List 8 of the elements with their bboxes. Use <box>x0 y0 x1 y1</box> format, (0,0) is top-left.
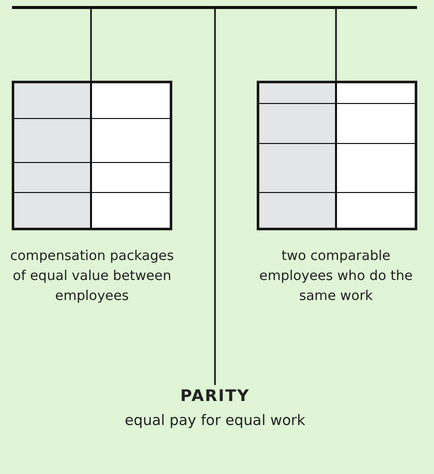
connector-line <box>90 9 92 81</box>
subtitle: equal pay for equal work <box>124 413 306 429</box>
description: compensation packages of equal value between employees <box>9 247 175 306</box>
connector-line <box>214 9 216 385</box>
connector-line <box>335 9 337 81</box>
description: two comparable employees who do the same work <box>258 247 414 306</box>
horizontal-bar <box>12 6 417 9</box>
heading: PARITY <box>179 386 251 405</box>
